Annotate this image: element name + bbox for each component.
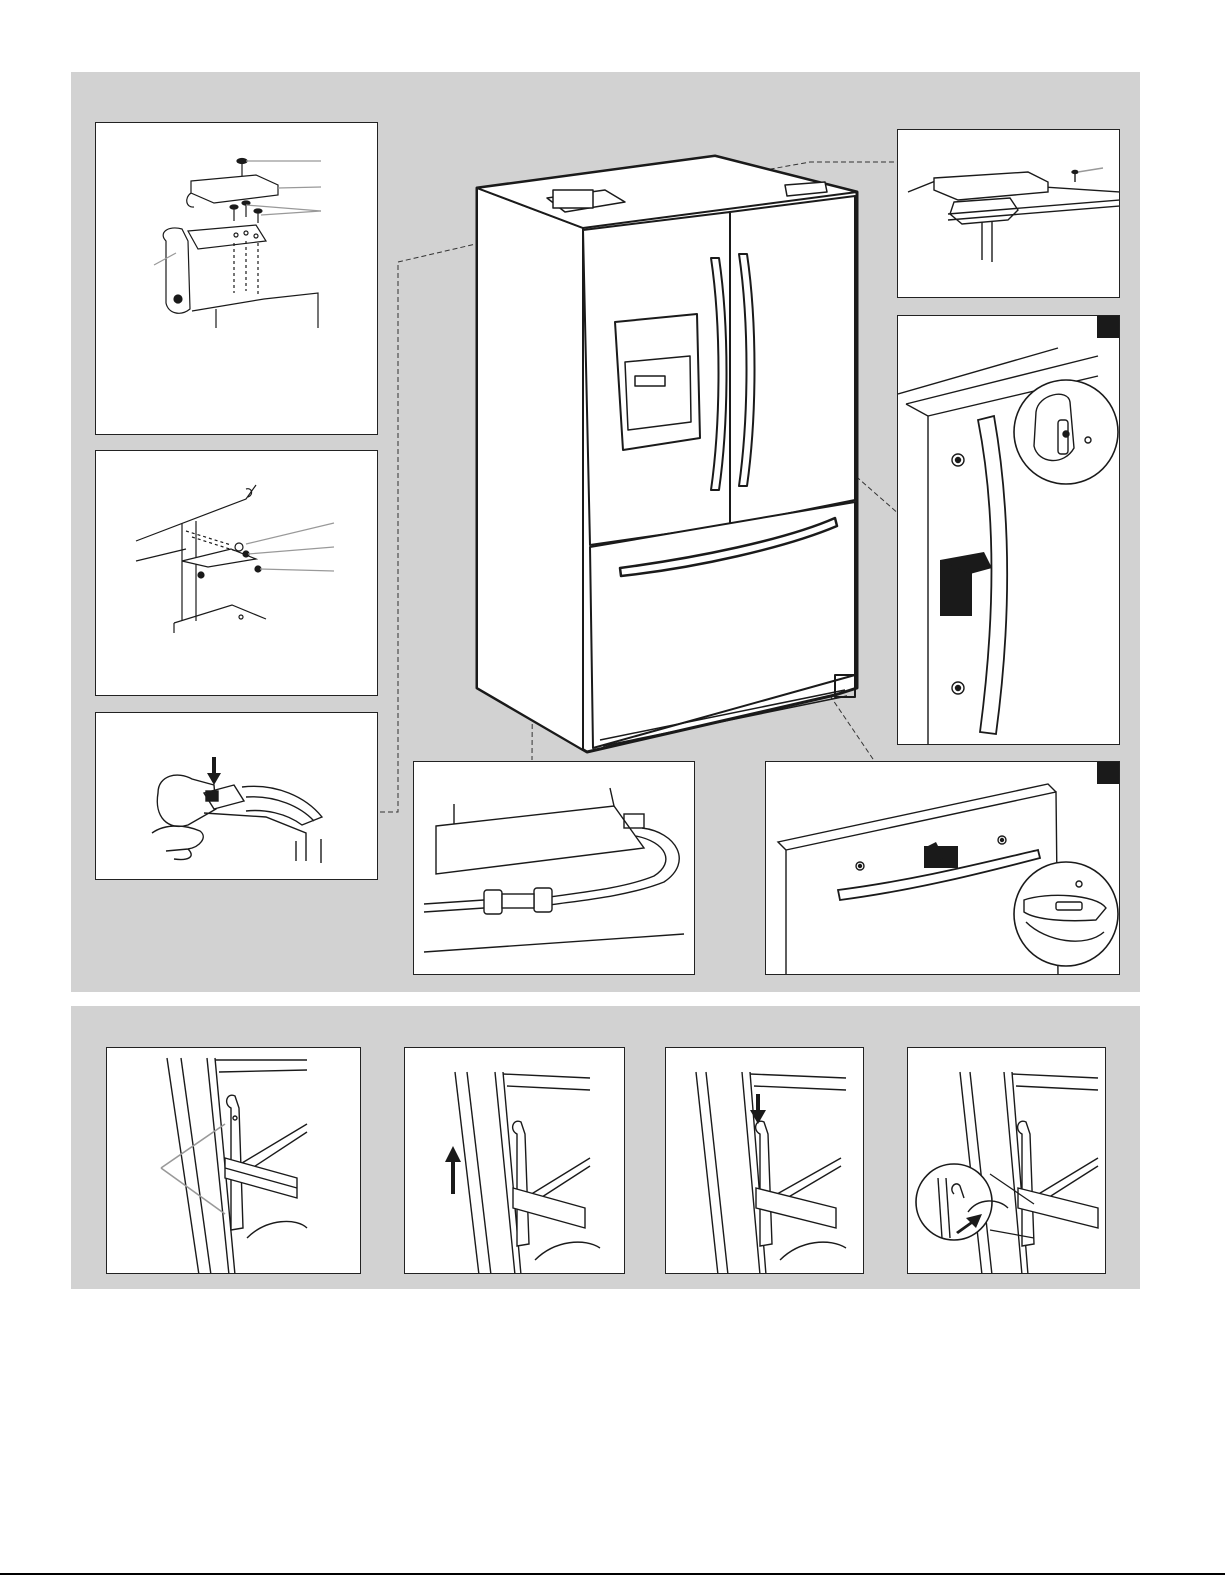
step-panel-3 <box>665 1047 864 1274</box>
refrigerator-illustration <box>465 150 875 770</box>
panel-door-handle <box>897 315 1120 745</box>
hand-disconnect-plug-icon <box>96 713 378 880</box>
panel-bottom-hinge <box>95 450 378 696</box>
panel-wire-plug <box>95 712 378 880</box>
step-panel-1 <box>106 1047 361 1274</box>
top-hinge-exploded-icon <box>96 123 378 435</box>
door-handle-install-icon <box>898 316 1120 745</box>
water-line-coupling-icon <box>414 762 695 975</box>
drawer-push-down-icon <box>666 1048 864 1274</box>
step-panel-2 <box>404 1047 625 1274</box>
hinge-cover-screw-icon <box>898 130 1120 298</box>
panel-top-hinge <box>95 122 378 435</box>
drawer-slide-out-icon <box>908 1048 1106 1274</box>
step-panel-4 <box>907 1047 1106 1274</box>
panel-water-line <box>413 761 695 975</box>
panel-hinge-cover <box>897 129 1120 298</box>
french-door-refrigerator-icon <box>465 150 875 770</box>
drawer-handle-install-icon <box>766 762 1120 975</box>
bottom-hinge-bracket-icon <box>96 451 378 696</box>
panel-drawer-handle <box>765 761 1120 975</box>
drawer-rail-hooks-icon <box>107 1048 361 1274</box>
footer-rule <box>0 1573 1225 1575</box>
drawer-lift-up-icon <box>405 1048 625 1274</box>
